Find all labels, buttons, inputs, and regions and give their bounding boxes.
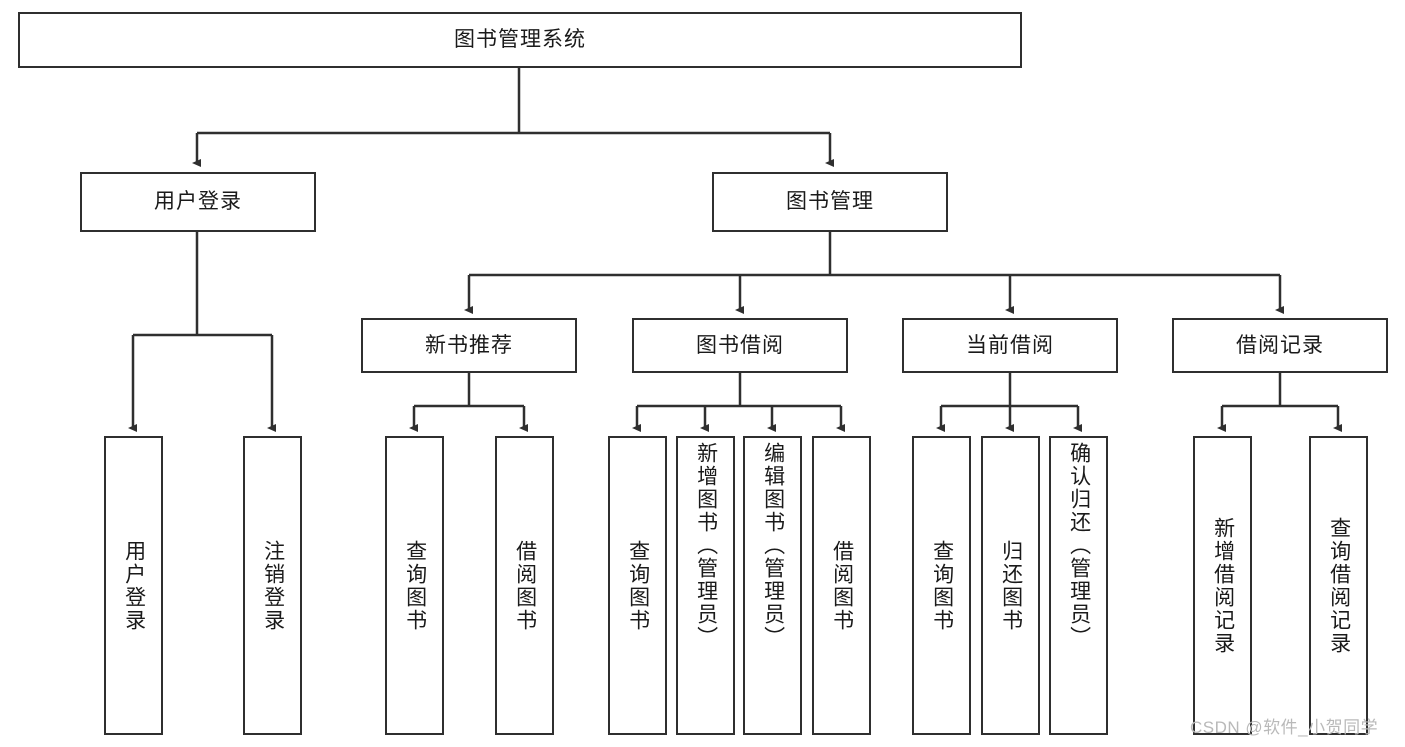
node-label: 用户登录 [154,190,242,214]
node-label: 注销登录 [261,539,285,632]
node-label: 图书管理系统 [454,28,586,52]
node-leaf-confirm-return-admin[interactable]: 确认归还（管理员） [1049,436,1108,735]
node-book-management[interactable]: 图书管理 [712,172,948,232]
node-leaf-add-borrow-record[interactable]: 新增借阅记录 [1193,436,1252,735]
node-leaf-user-login[interactable]: 用户登录 [104,436,163,735]
node-leaf-edit-book-admin[interactable]: 编辑图书（管理员） [743,436,802,735]
node-leaf-logout[interactable]: 注销登录 [243,436,302,735]
node-user-login[interactable]: 用户登录 [80,172,316,232]
node-label: 查询借阅记录 [1327,516,1351,655]
csdn-watermark: CSDN @软件_小贺同学 [1190,718,1379,737]
node-label: 编辑图书（管理员） [761,442,785,649]
node-leaf-borrow-book-recommend[interactable]: 借阅图书 [495,436,554,735]
node-leaf-query-borrow-record[interactable]: 查询借阅记录 [1309,436,1368,735]
node-label: 查询图书 [626,539,650,632]
node-leaf-query-book-borrow[interactable]: 查询图书 [608,436,667,735]
node-leaf-query-book-current[interactable]: 查询图书 [912,436,971,735]
node-label: 图书借阅 [696,333,784,357]
node-label: 查询图书 [930,539,954,632]
node-label: 借阅图书 [830,539,854,632]
node-label: 借阅记录 [1236,333,1324,357]
node-label: 确认归还（管理员） [1067,442,1091,649]
node-borrow-record[interactable]: 借阅记录 [1172,318,1388,373]
node-label: 图书管理 [786,190,874,214]
node-label: 用户登录 [122,539,146,632]
node-current-borrow[interactable]: 当前借阅 [902,318,1118,373]
node-label: 查询图书 [403,539,427,632]
node-label: 借阅图书 [513,539,537,632]
node-label: 归还图书 [999,539,1023,632]
node-label: 新增图书（管理员） [694,442,718,649]
node-root-system[interactable]: 图书管理系统 [18,12,1022,68]
node-new-book-recommend[interactable]: 新书推荐 [361,318,577,373]
node-label: 新书推荐 [425,333,513,357]
node-label: 当前借阅 [966,333,1054,357]
node-leaf-borrow-book[interactable]: 借阅图书 [812,436,871,735]
node-leaf-query-book-recommend[interactable]: 查询图书 [385,436,444,735]
node-leaf-add-book-admin[interactable]: 新增图书（管理员） [676,436,735,735]
node-book-borrow[interactable]: 图书借阅 [632,318,848,373]
node-leaf-return-book[interactable]: 归还图书 [981,436,1040,735]
node-label: 新增借阅记录 [1211,516,1235,655]
